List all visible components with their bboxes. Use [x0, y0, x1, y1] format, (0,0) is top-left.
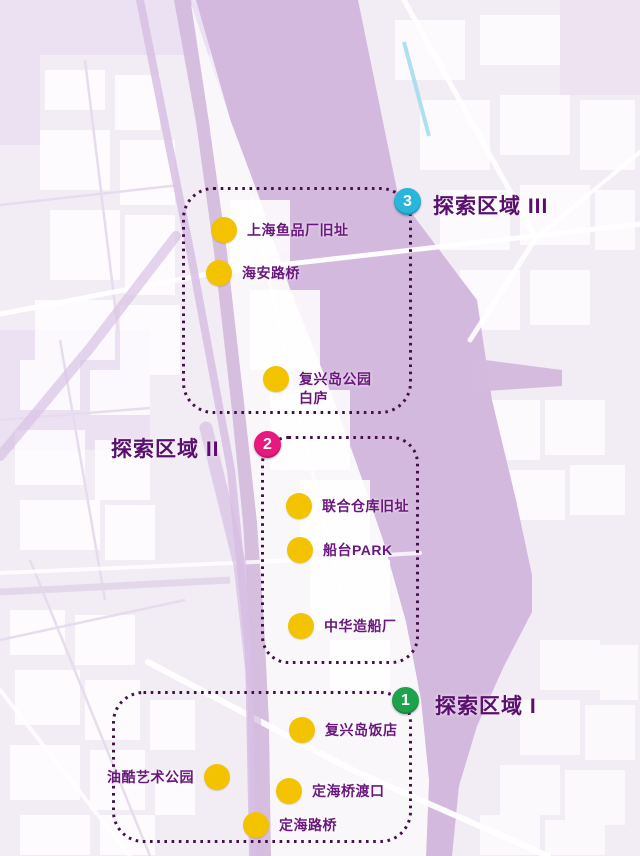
poi-haian-road-bridge[interactable]: 海安路桥 — [206, 260, 300, 286]
poi-label: 联合仓库旧址 — [322, 497, 409, 514]
poi-label: 定海桥渡口 — [312, 782, 385, 799]
zone-marker-3[interactable]: 3 — [394, 188, 421, 215]
zone-box-3 — [182, 187, 412, 414]
poi-united-warehouse-site[interactable]: 联合仓库旧址 — [286, 493, 409, 519]
city-blocks — [10, 70, 195, 855]
poi-dot-icon[interactable] — [211, 217, 237, 243]
poi-dot-icon[interactable] — [289, 717, 315, 743]
zone-marker-1[interactable]: 1 — [392, 687, 419, 714]
blue-waterway-line — [402, 41, 431, 137]
poi-zhonghua-shipyard[interactable]: 中华造船厂 — [288, 613, 397, 639]
zone-box-2 — [261, 436, 419, 664]
poi-dot-icon[interactable] — [288, 613, 314, 639]
poi-label: 复兴岛饭店 — [325, 721, 398, 738]
poi-dot-icon[interactable] — [204, 764, 230, 790]
rail-band — [0, 576, 231, 596]
street-grid — [0, 59, 186, 856]
poi-label: 定海路桥 — [279, 816, 337, 833]
zone-title-3: 探索区域 III — [433, 195, 549, 218]
poi-label: 上海鱼品厂旧址 — [247, 221, 349, 238]
poi-dot-icon[interactable] — [243, 812, 269, 838]
zone-title-2: 探索区域 II — [111, 438, 220, 461]
poi-label: 油酷艺术公园 — [107, 768, 194, 785]
poi-slipway-park[interactable]: 船台PARK — [287, 537, 393, 563]
poi-dot-icon[interactable] — [263, 366, 289, 392]
creek — [470, 358, 562, 392]
poi-fuxing-island-park-bailu[interactable]: 复兴岛公园 白庐 — [263, 366, 372, 408]
poi-dinghai-bridge-ferry[interactable]: 定海桥渡口 — [276, 778, 385, 804]
zone-title-1: 探索区域 I — [435, 695, 537, 718]
elevated-roads — [0, 0, 264, 856]
poi-dinghai-road-bridge[interactable]: 定海路桥 — [243, 812, 337, 838]
poi-label: 海安路桥 — [242, 264, 300, 281]
poi-fuxing-island-hotel[interactable]: 复兴岛饭店 — [289, 717, 398, 743]
dinghai-bridge-road — [145, 659, 551, 856]
zone-marker-2[interactable]: 2 — [254, 431, 281, 458]
poi-dot-icon[interactable] — [287, 537, 313, 563]
poi-label: 中华造船厂 — [324, 617, 397, 634]
poi-shanghai-fish-factory[interactable]: 上海鱼品厂旧址 — [211, 217, 349, 243]
poi-youku-art-park[interactable]: 油酷艺术公园 — [107, 764, 230, 790]
poi-dot-icon[interactable] — [286, 493, 312, 519]
city-blocks-se — [480, 640, 638, 855]
poi-label: 船台PARK — [323, 541, 393, 558]
poi-dot-icon[interactable] — [206, 260, 232, 286]
poi-dot-icon[interactable] — [276, 778, 302, 804]
poi-label: 复兴岛公园 白庐 — [299, 371, 372, 406]
